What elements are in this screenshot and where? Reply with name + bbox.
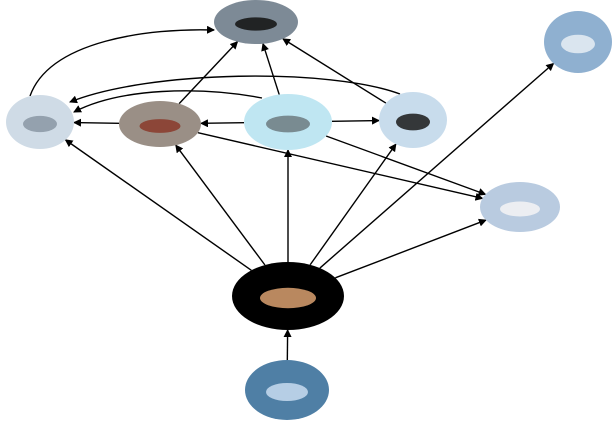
arrow-penguin-to-seal [69, 75, 401, 104]
arrow-fish-to-albatross [325, 135, 487, 196]
arrow-krill-to-squid [175, 144, 266, 266]
arrow-fish-to-squid [199, 119, 245, 128]
node-krill [232, 262, 344, 330]
arrow-krill-to-seal [64, 139, 252, 271]
phytoplankton-icon [266, 383, 308, 401]
node-orca [214, 0, 298, 44]
arrow-squid-to-seal [72, 118, 120, 127]
arrow-krill-to-penguin [309, 143, 397, 266]
node-humpback-whale [544, 11, 612, 73]
krill-icon [260, 287, 316, 309]
node-squid [119, 101, 201, 147]
arrow-fish-to-orca [261, 42, 280, 95]
whale-icon [561, 34, 595, 54]
orca-icon [235, 17, 277, 31]
node-phytoplankton [245, 360, 329, 420]
arrow-fish-to-seal [73, 90, 263, 113]
arrow-krill-to-humpback-whale [319, 62, 555, 269]
arrow-fish-to-penguin [331, 116, 381, 125]
squid-icon [139, 119, 181, 133]
arrow-squid-to-albatross [197, 132, 484, 201]
seal-icon [23, 115, 57, 133]
node-albatross [480, 182, 560, 232]
arrow-seal-to-orca [29, 25, 215, 97]
node-seal [6, 95, 74, 149]
arrow-squid-to-orca [178, 41, 239, 105]
node-fish [244, 94, 332, 150]
node-penguin [379, 92, 447, 148]
penguin-icon [396, 113, 430, 131]
albatross-icon [500, 201, 540, 217]
arrow-krill-to-albatross [335, 218, 487, 279]
arrow-penguin-to-orca [282, 38, 387, 104]
fish-icon [266, 115, 310, 133]
